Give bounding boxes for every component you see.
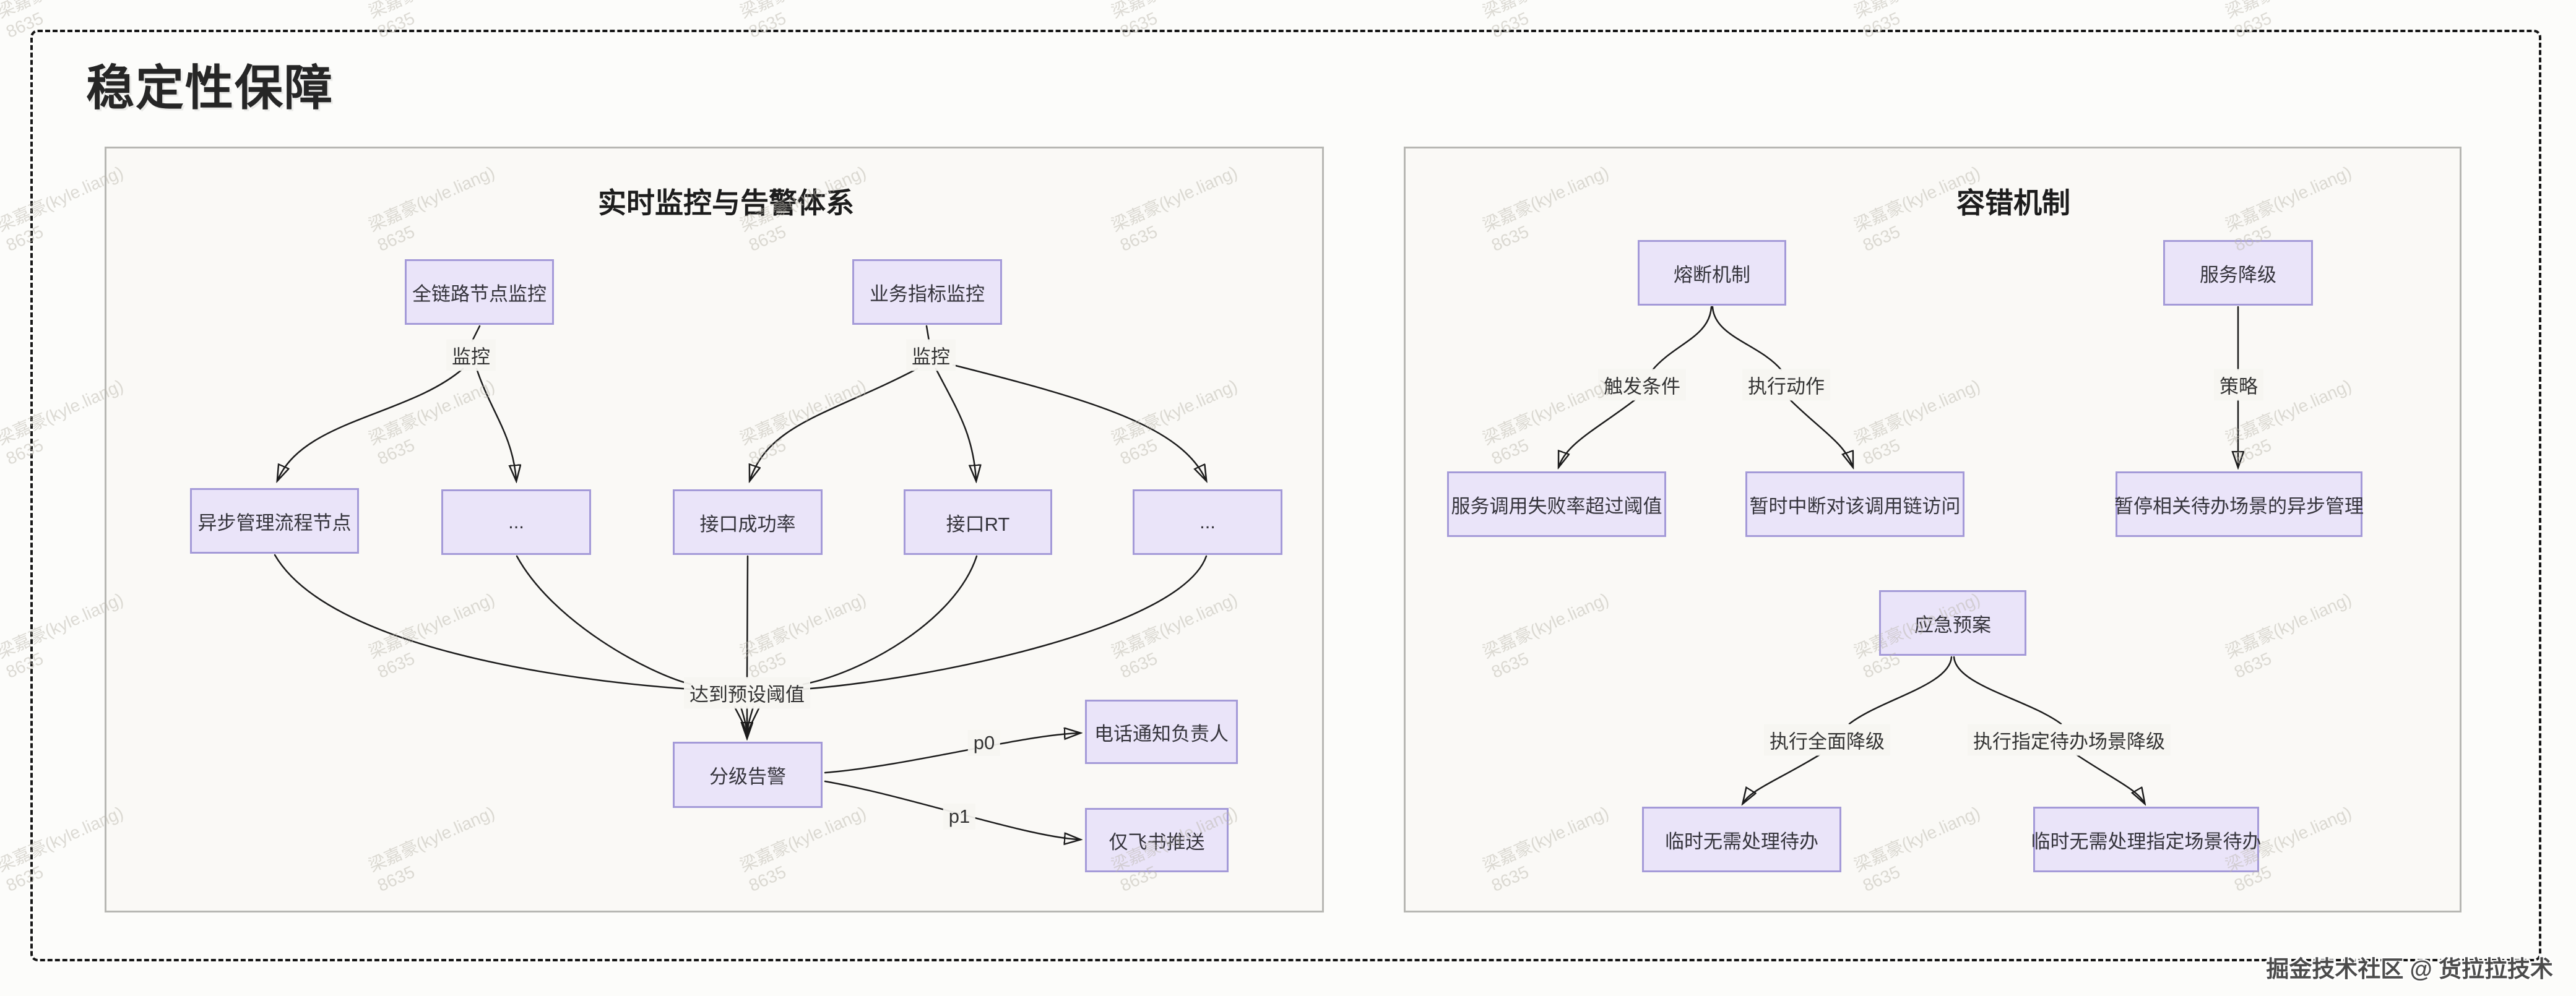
edge-ellipsis2-to-threshold bbox=[802, 555, 1208, 690]
edge-monitor2-to-rt bbox=[935, 367, 976, 479]
edge-label-action: 执行动作 bbox=[1742, 369, 1830, 401]
node-interrupt-chain: 暂时中断对该调用链访问 bbox=[1745, 471, 1964, 537]
edge-monitor1-to-ellipsis1 bbox=[475, 367, 516, 479]
page-title: 稳定性保障 bbox=[86, 61, 334, 115]
node-graded-alert: 分级告警 bbox=[673, 742, 823, 808]
edge-action-to-interrupt bbox=[1789, 398, 1852, 466]
edge-ellipsis1-to-threshold bbox=[516, 555, 692, 685]
edge-label-monitor-2: 监控 bbox=[906, 339, 956, 371]
edge-monitor2-to-ellipsis2 bbox=[952, 364, 1206, 479]
edge-plan-fork-left bbox=[1848, 656, 1953, 725]
edge-breaker-fork-left bbox=[1651, 306, 1713, 371]
node-api-success-rate: 接口成功率 bbox=[673, 489, 823, 555]
edge-alert-to-phone bbox=[824, 733, 1079, 774]
edge-label-trigger: 触发条件 bbox=[1598, 369, 1686, 401]
edge-bizmetric-stem bbox=[925, 325, 930, 342]
edge-label-threshold: 达到预设阈值 bbox=[684, 677, 810, 709]
edge-scenedegrade-to-scene bbox=[2075, 753, 2144, 802]
edge-label-p1: p1 bbox=[943, 804, 976, 830]
right-panel-title: 容错机制 bbox=[1956, 187, 2070, 219]
page-border bbox=[30, 30, 2541, 961]
footer-credit: 掘金技术社区 @ 货拉拉技术 bbox=[2266, 956, 2553, 982]
edge-fulllink-stem bbox=[471, 325, 481, 342]
node-biz-metric-monitor: 业务指标监控 bbox=[852, 259, 1002, 325]
node-phone-notify: 电话通知负责人 bbox=[1085, 700, 1238, 764]
edge-label-p0: p0 bbox=[967, 730, 1001, 756]
node-service-degrade: 服务降级 bbox=[2163, 240, 2313, 306]
edge-label-scene-degrade: 执行指定待办场景降级 bbox=[1968, 724, 2171, 756]
node-circuit-breaker: 熔断机制 bbox=[1638, 240, 1786, 306]
edge-trigger-to-failrate bbox=[1559, 398, 1636, 466]
node-async-flow-node: 异步管理流程节点 bbox=[190, 488, 359, 554]
node-pause-async: 暂停相关待办场景的异步管理 bbox=[2114, 471, 2364, 537]
edge-rt-to-threshold bbox=[802, 555, 978, 685]
node-api-rt: 接口RT bbox=[904, 489, 1052, 555]
node-ellipsis-1: ... bbox=[441, 489, 591, 555]
edge-monitor1-to-async bbox=[278, 367, 464, 479]
node-ellipsis-2: ... bbox=[1133, 489, 1282, 555]
edge-label-full-degrade: 执行全面降级 bbox=[1764, 724, 1890, 756]
node-full-link-monitor: 全链路节点监控 bbox=[405, 259, 554, 325]
edge-label-strategy: 策略 bbox=[2214, 369, 2263, 401]
node-no-handle-todo: 临时无需处理待办 bbox=[1642, 807, 1841, 872]
node-no-handle-scene: 临时无需处理指定场景待办 bbox=[2031, 807, 2262, 872]
node-feishu-push: 仅飞书推送 bbox=[1085, 808, 1229, 872]
edge-success-to-threshold bbox=[746, 555, 749, 679]
edge-plan-fork-right bbox=[1953, 656, 2062, 725]
edge-monitor2-to-success bbox=[750, 367, 918, 479]
edge-async-to-threshold bbox=[274, 554, 692, 690]
edge-fulldegrade-to-todo bbox=[1744, 753, 1821, 802]
node-fail-rate-threshold: 服务调用失败率超过阈值 bbox=[1447, 471, 1666, 537]
edge-label-monitor-1: 监控 bbox=[446, 339, 496, 371]
node-emergency-plan: 应急预案 bbox=[1879, 590, 2026, 656]
left-panel-title: 实时监控与告警体系 bbox=[598, 187, 854, 219]
edge-breaker-fork-right bbox=[1711, 306, 1783, 371]
